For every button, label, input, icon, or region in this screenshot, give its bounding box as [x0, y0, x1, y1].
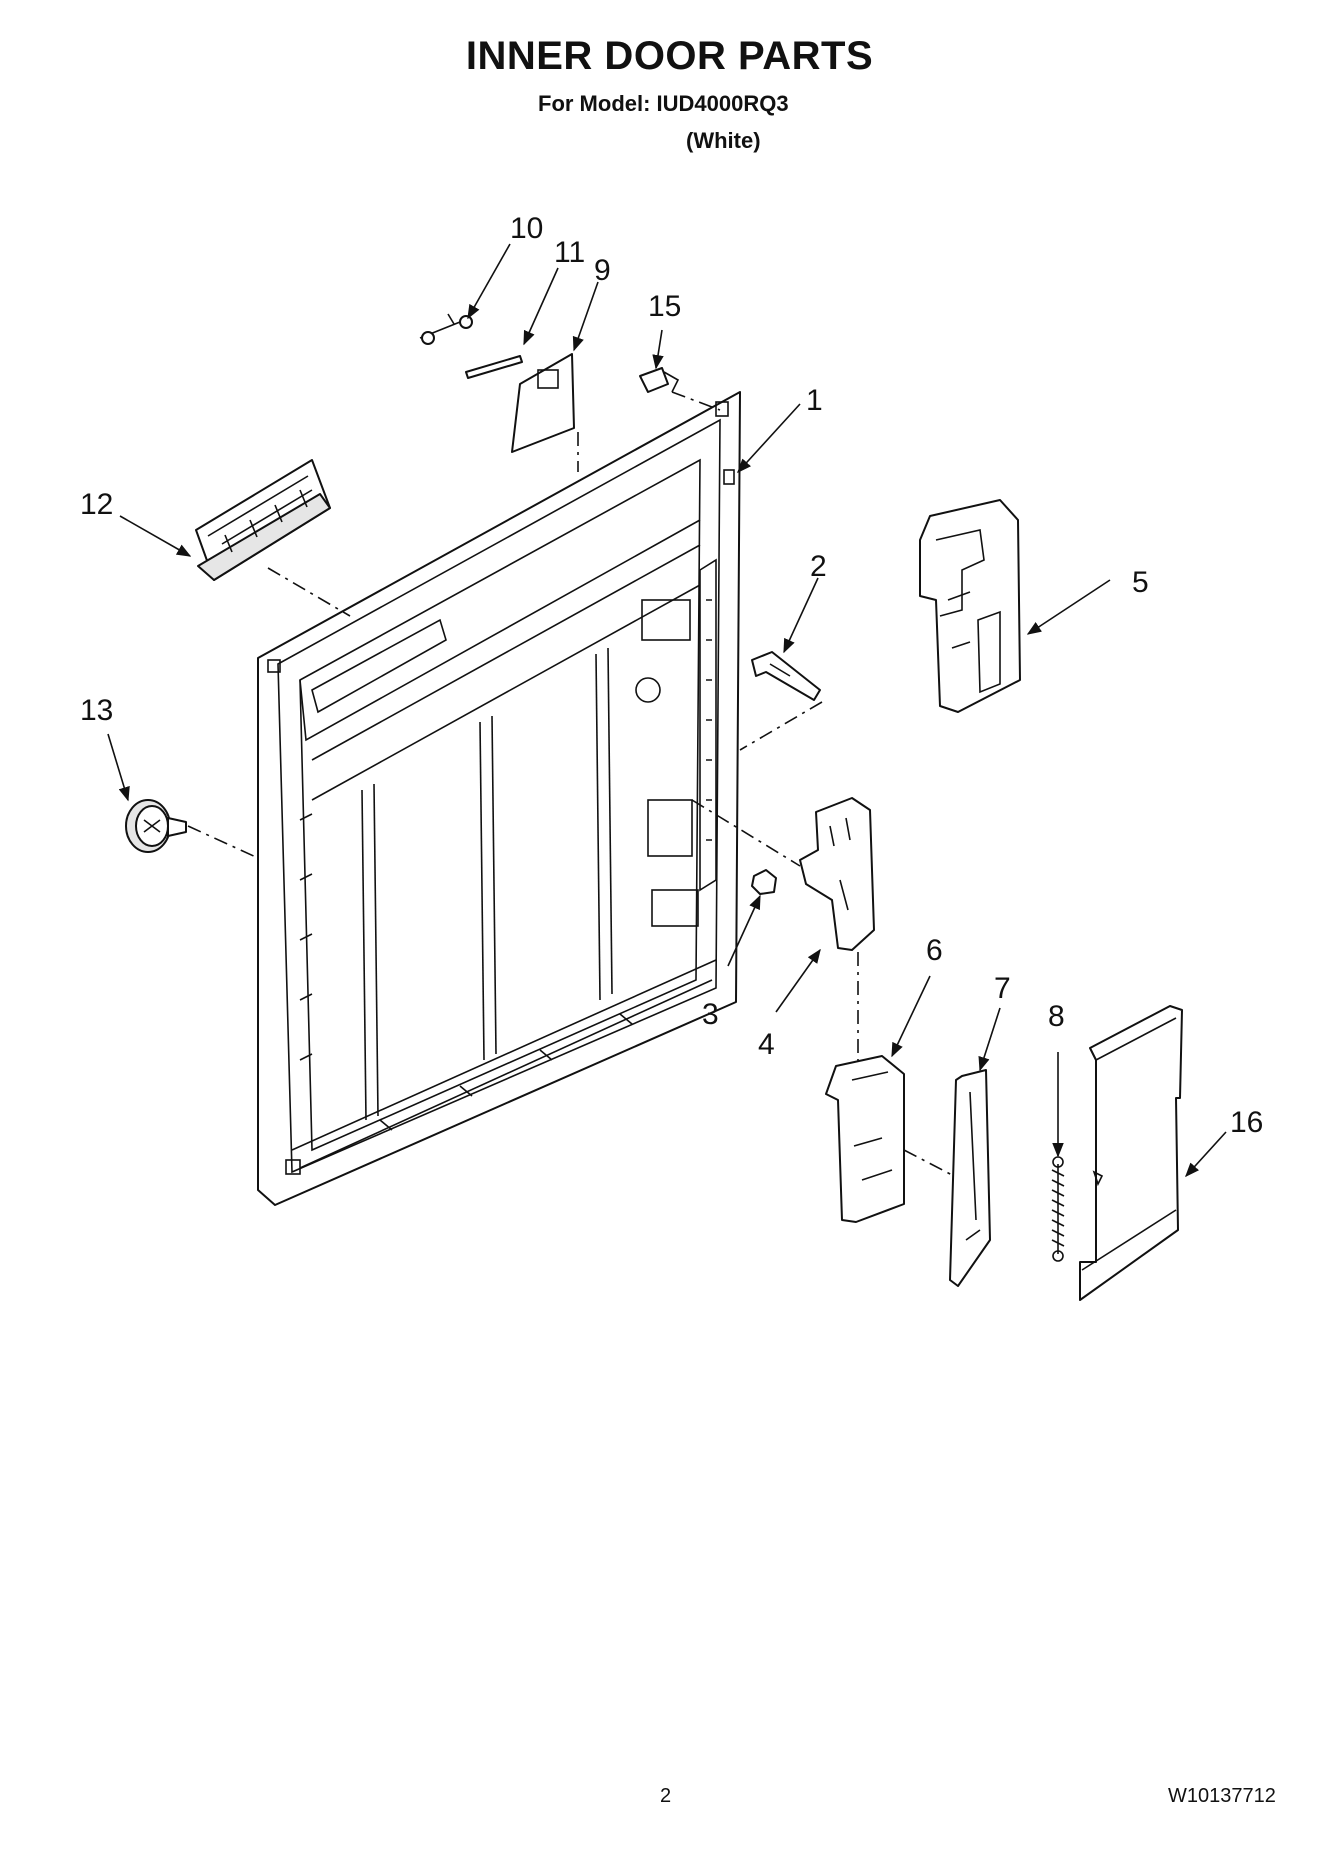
inner-door-panel	[257, 391, 741, 1206]
callout-12: 12	[80, 488, 113, 521]
callout-2: 2	[810, 550, 827, 583]
callout-11: 11	[554, 236, 585, 269]
latch-housing	[919, 499, 1021, 713]
callout-10: 10	[510, 212, 543, 245]
door-knob	[125, 799, 187, 853]
callout-4: 4	[758, 1028, 775, 1061]
callout-13: 13	[80, 694, 113, 727]
callout-9: 9	[594, 254, 611, 287]
slide-rail	[949, 1069, 991, 1287]
color-variant: (White)	[686, 128, 761, 153]
side-cover	[1079, 1005, 1183, 1301]
leader-9	[572, 281, 599, 352]
slide-bracket	[825, 1055, 905, 1223]
extension-spring	[1051, 1156, 1065, 1262]
leader-2	[783, 577, 819, 654]
leader-3	[727, 894, 761, 967]
spring-10	[419, 313, 473, 345]
assembly-line-12	[267, 567, 351, 617]
latch-lever	[799, 797, 875, 951]
leader-5	[1026, 579, 1111, 635]
nut	[751, 869, 777, 895]
callout-7: 7	[994, 972, 1011, 1005]
leader-1	[737, 403, 801, 474]
leader-7	[978, 1007, 1001, 1072]
handle-bracket	[195, 459, 331, 581]
leader-13	[107, 733, 130, 802]
callout-8: 8	[1048, 1000, 1065, 1033]
leader-15	[652, 329, 664, 370]
leader-12	[119, 515, 192, 557]
callout-5: 5	[1132, 566, 1149, 599]
leader-4	[775, 948, 821, 1013]
page-number: 2	[660, 1785, 672, 1807]
callout-3: 3	[702, 998, 719, 1031]
assembly-line-4	[691, 799, 801, 867]
assembly-line-15	[671, 391, 721, 411]
leader-11	[523, 267, 559, 346]
document-number: W10137712	[1168, 1785, 1276, 1807]
leader-16	[1185, 1131, 1227, 1178]
assembly-line-2	[739, 701, 823, 751]
callout-6: 6	[926, 934, 943, 967]
latch-strike	[751, 651, 821, 701]
assembly-line-13	[187, 825, 259, 859]
callout-1: 1	[806, 384, 823, 417]
screw	[639, 367, 680, 393]
vent-cover	[511, 353, 575, 453]
leader-10	[467, 243, 511, 320]
page-title: INNER DOOR PARTS	[465, 34, 874, 78]
leader-6	[891, 975, 931, 1058]
callout-16: 16	[1230, 1106, 1263, 1139]
hinge-pin	[465, 355, 523, 379]
callout-15: 15	[648, 290, 681, 323]
model-line: For Model: IUD4000RQ3	[538, 91, 789, 116]
assembly-line-7	[903, 1149, 955, 1177]
